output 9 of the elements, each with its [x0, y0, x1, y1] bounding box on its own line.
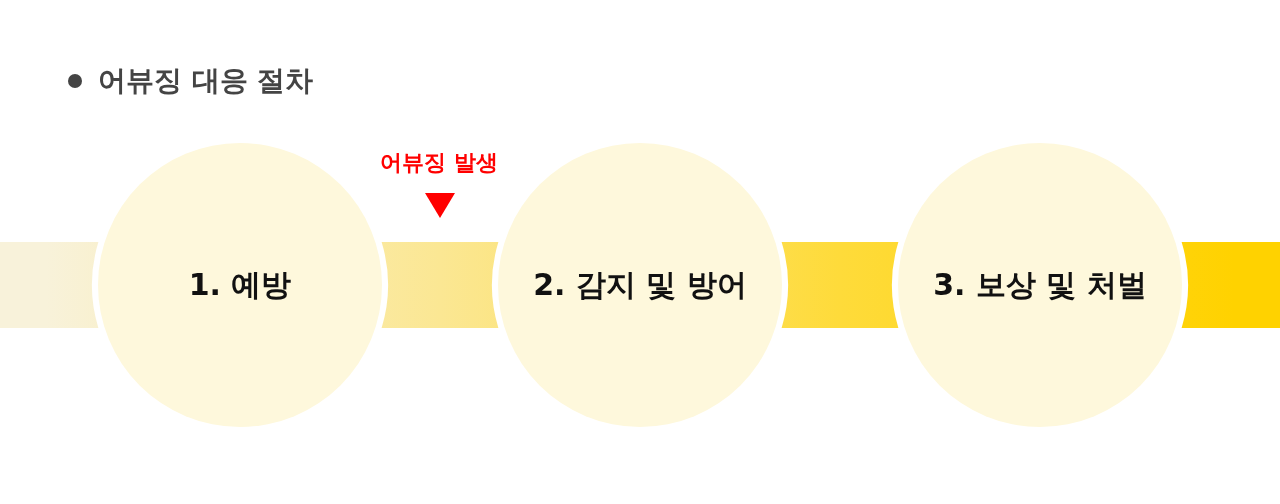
stage-label: 3. 보상 및 처벌 [933, 265, 1147, 304]
stage-label: 1. 예방 [188, 265, 292, 304]
event-label: 어뷰징 발생 [380, 149, 498, 177]
stage-label: 2. 감지 및 방어 [533, 265, 747, 304]
band-segment [1181, 242, 1280, 328]
band-segment [781, 242, 899, 328]
band-segment [381, 242, 499, 328]
title: 어뷰징 대응 절차 [98, 63, 314, 99]
band-segment [0, 242, 99, 328]
